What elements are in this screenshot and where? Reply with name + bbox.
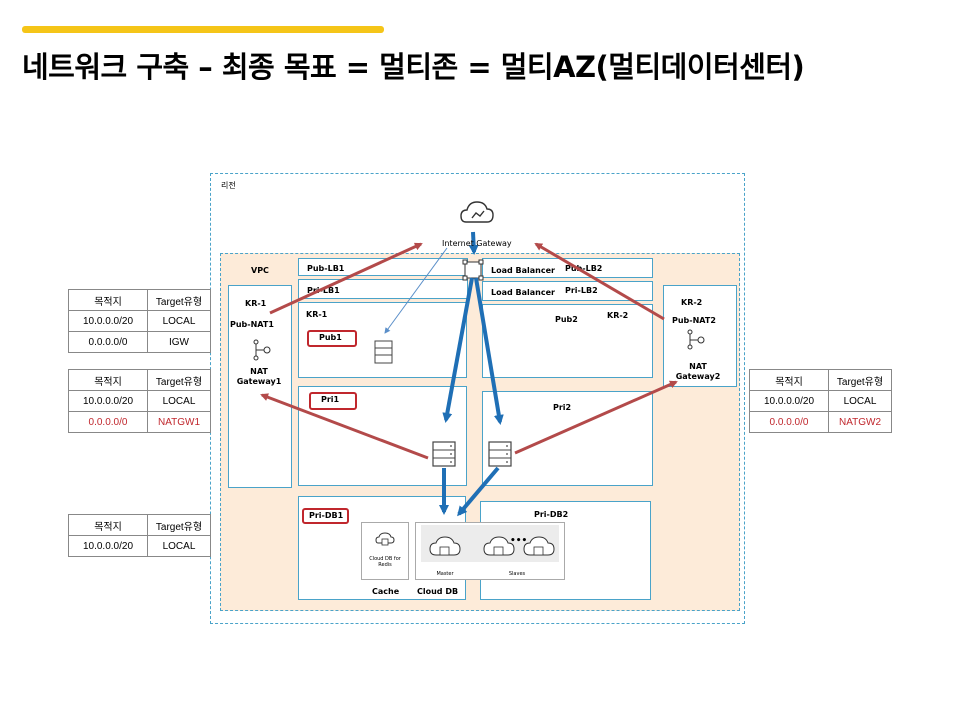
table-cell: IGW <box>147 331 211 353</box>
nat1-subnet-box <box>228 285 292 488</box>
slaves-ellipsis: ••• <box>510 536 528 546</box>
table-cell: 10.0.0.0/20 <box>68 535 148 557</box>
pri1-tag: Pri1 <box>309 392 357 410</box>
pub-lb2-label: Pub-LB2 <box>565 264 603 273</box>
table-cell: 0.0.0.0/0 <box>68 331 148 353</box>
region-label: 리전 <box>221 181 236 190</box>
table-cell: 0.0.0.0/0 <box>68 411 148 433</box>
table-cell: LOCAL <box>147 535 211 557</box>
load-balancer-icon <box>462 259 484 281</box>
pub-lb1-label: Pub-LB1 <box>307 264 345 273</box>
pub-nat2-label: Pub-NAT2 <box>672 316 716 325</box>
master-label: Master <box>436 571 454 577</box>
table-cell: LOCAL <box>147 390 211 412</box>
table-header: Target유형 <box>147 514 211 536</box>
database-cloud-icon <box>523 536 555 556</box>
pri-db1-tag: Pri-DB1 <box>302 508 349 524</box>
pub1-tag: Pub1 <box>307 330 357 347</box>
zone-kr1-left: KR-1 <box>245 299 267 308</box>
vpc-label: VPC <box>251 266 269 275</box>
slide-title: 네트워크 구축 – 최종 목표 = 멀티존 = 멀티AZ(멀티데이터센터) <box>22 50 805 84</box>
pub2-subnet-box <box>482 304 653 378</box>
pub-lb2-box <box>482 258 653 278</box>
table-cell: 10.0.0.0/20 <box>749 390 829 412</box>
table-cell: LOCAL <box>147 310 211 332</box>
table-header: Target유형 <box>147 289 211 311</box>
load-balancer-label-1: Load Balancer <box>491 266 555 275</box>
table-cell: 0.0.0.0/0 <box>749 411 829 433</box>
slaves-label: Slaves <box>508 571 526 577</box>
server-icon <box>374 340 393 364</box>
table-header: 목적지 <box>68 289 148 311</box>
cloud-icon <box>460 201 494 223</box>
nat-gateway2-label: NAT Gateway2 <box>675 362 721 381</box>
nat-gateway1-label: NAT Gateway1 <box>236 367 282 386</box>
internet-gateway-label: Internet Gateway <box>442 239 512 248</box>
pri2-label: Pri2 <box>553 403 572 412</box>
cache-label: Cache <box>372 587 400 596</box>
table-cell: 10.0.0.0/20 <box>68 310 148 332</box>
table-cell: NATGW1 <box>147 411 211 433</box>
zone-kr1-inner: KR-1 <box>306 310 328 319</box>
zone-kr2-right: KR-2 <box>681 298 703 307</box>
pri-lb2-label: Pri-LB2 <box>565 286 598 295</box>
nat2-subnet-box <box>663 285 737 387</box>
nat-gateway-icon <box>253 339 271 361</box>
pub2-label: Pub2 <box>555 315 578 324</box>
accent-bar <box>22 26 384 33</box>
table-header: 목적지 <box>68 514 148 536</box>
pri-db2-label: Pri-DB2 <box>534 510 569 519</box>
table-header: 목적지 <box>68 369 148 391</box>
clouddb-label: Cloud DB <box>417 587 459 596</box>
pri2-subnet-box <box>482 391 653 486</box>
redis-card <box>361 522 409 580</box>
table-cell: LOCAL <box>828 390 892 412</box>
table-cell: 10.0.0.0/20 <box>68 390 148 412</box>
zone-kr2-inner: KR-2 <box>607 311 629 320</box>
pub-nat1-label: Pub-NAT1 <box>230 320 274 329</box>
table-cell: NATGW2 <box>828 411 892 433</box>
server-icon <box>488 441 512 467</box>
table-header: 목적지 <box>749 369 829 391</box>
server-icon <box>432 441 456 467</box>
redis-label: Cloud DB for Redis <box>369 556 401 568</box>
table-header: Target유형 <box>147 369 211 391</box>
nat-gateway-icon <box>687 329 705 350</box>
pri-lb1-box <box>298 279 468 299</box>
table-header: Target유형 <box>828 369 892 391</box>
database-cloud-icon <box>429 536 461 556</box>
database-cloud-icon <box>483 536 515 556</box>
redis-icon <box>375 532 395 546</box>
load-balancer-label-2: Load Balancer <box>491 288 555 297</box>
pri-lb1-label: Pri-LB1 <box>307 286 340 295</box>
